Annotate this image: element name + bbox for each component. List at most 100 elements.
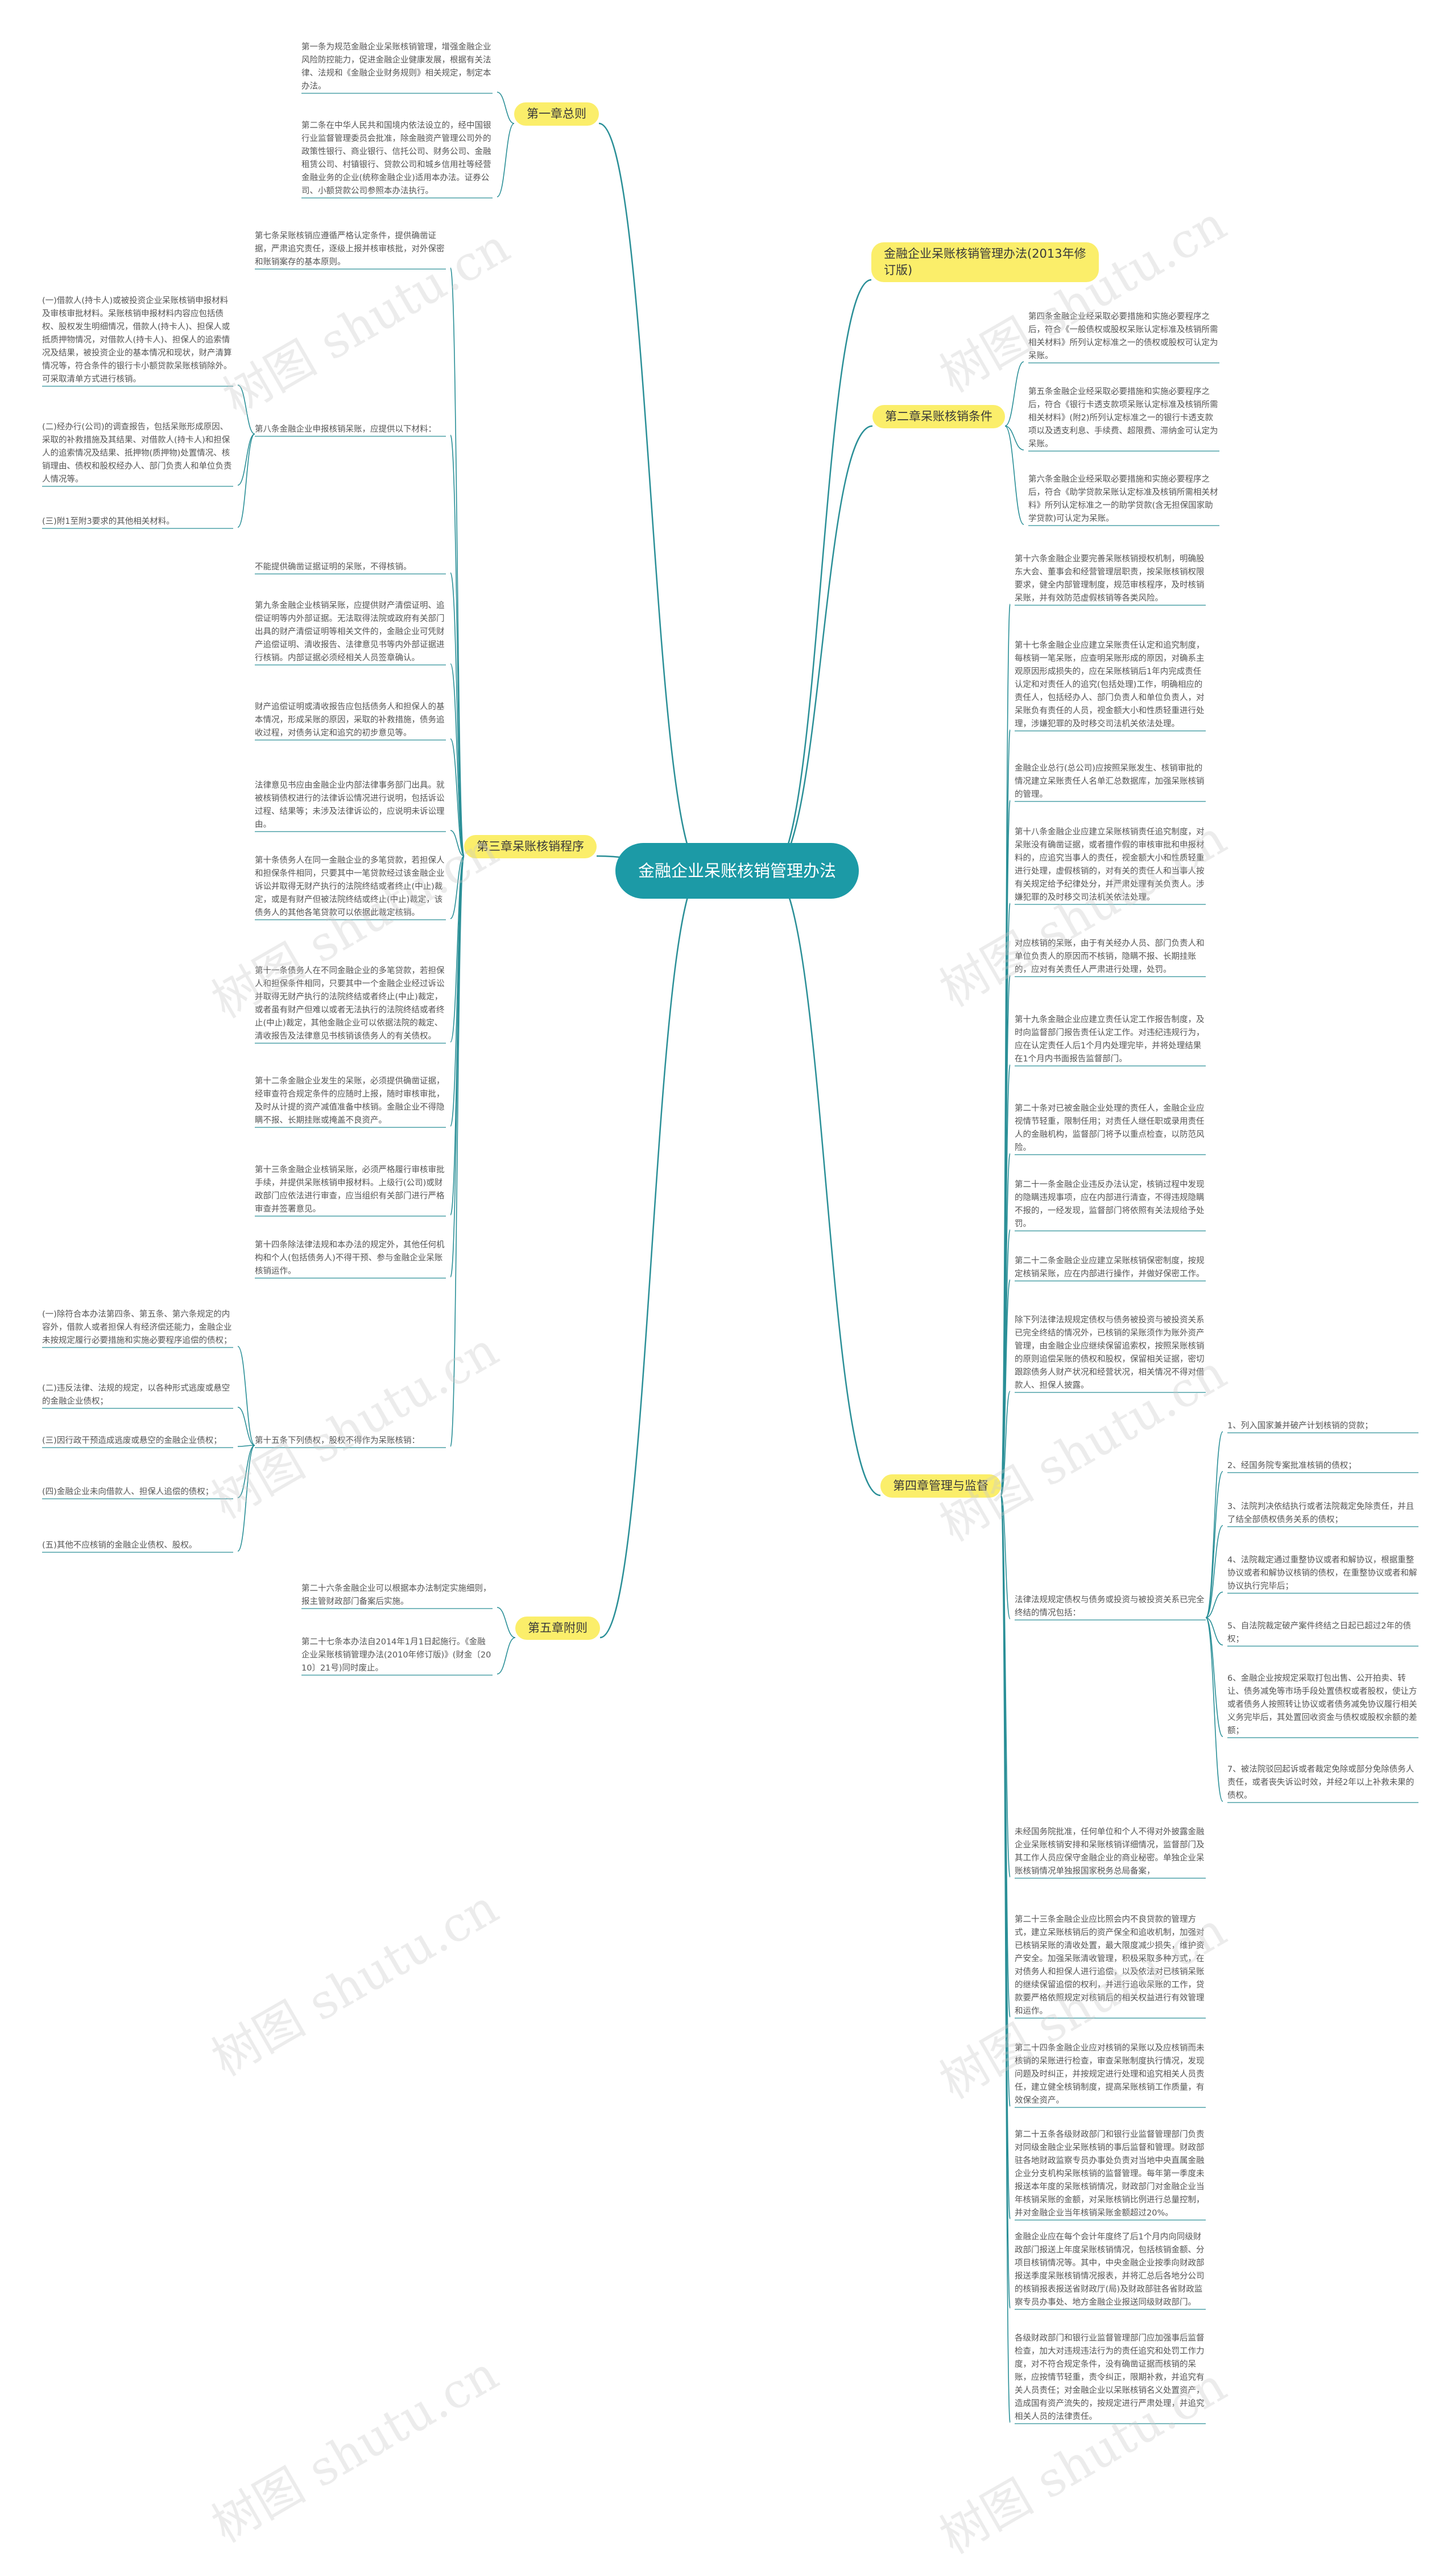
- connector: [1205, 1431, 1223, 1618]
- ch4-sub-2: 2、经国务院专案批准核销的债权；: [1227, 1461, 1356, 1470]
- ch3-art8-item2: (二)经办行(公司)的调查报告，包括呆账形成原因、采取的补救措施及其结果、对借款…: [42, 423, 232, 484]
- root-node[interactable]: 金融企业呆账核销管理办法: [615, 843, 859, 899]
- branch-ch5[interactable]: 第五章附则: [515, 1617, 600, 1640]
- ch4-art22: 第二十二条金融企业应建立呆账核销保密制度，按规定核销呆账，应在内部进行操作，并做…: [1015, 1256, 1205, 1279]
- ch2-art5: 第五条金融企业经采取必要措施和实施必要程序之后，符合《银行卡透支款项呆账认定标准…: [1028, 387, 1218, 449]
- connector: [450, 855, 465, 1447]
- ch3-art7: 第七条呆账核销应遵循严格认定条件，提供确凿证据，严肃追究责任，逐级上报并核审核批…: [255, 232, 445, 267]
- ch3-art15-item3: (三)因行政干预造成逃废或悬空的金融企业债权；: [42, 1436, 222, 1445]
- connector: [450, 435, 465, 857]
- connector: [1205, 1525, 1223, 1618]
- connector: [1004, 361, 1024, 427]
- ch2-art6: 第六条金融企业经采取必要措施和实施必要程序之后，符合《助学贷款呆账认定标准及核销…: [1028, 475, 1218, 523]
- connector: [1004, 425, 1024, 525]
- ch3-art15-item1: (一)除符合本办法第四条、第五条、第六条规定的内容外，借款人或者担保人有经济偿还…: [42, 1310, 232, 1345]
- connector: [450, 830, 465, 857]
- branch-ch3[interactable]: 第三章呆账核销程序: [464, 835, 597, 858]
- connector: [497, 1637, 516, 1675]
- connector: [771, 425, 873, 872]
- connector: [497, 1607, 516, 1638]
- ch4-off-book: 除下列法律法规规定债权与债务被投资与被投资关系已完全终结的情况外，已核销的呆账须…: [1015, 1316, 1205, 1390]
- connector: [1205, 1471, 1223, 1618]
- connector: [450, 572, 465, 857]
- connector: [599, 870, 704, 1639]
- ch3-art9: 第九条金融企业核销呆账，应提供财产清偿证明、追偿证明等内外部证据。无法取得法院或…: [255, 601, 445, 663]
- connector: [237, 433, 255, 486]
- ch4-sub-1: 1、列入国家兼并破产计划核销的贷款；: [1227, 1421, 1373, 1431]
- ch4-annual-report: 金融企业应在每个会计年度终了后1个月内向同级财政部门报送上年度呆账核销情况，包括…: [1015, 2233, 1205, 2307]
- ch4-sub-3: 3、法院判决依结执行或者法院裁定免除责任，并且了结全部债权债务关系的债权；: [1227, 1502, 1414, 1524]
- ch4-sub-intro: 法律法规规定债权与债务或投资与被投资关系已完全终结的情况包括：: [1015, 1595, 1205, 1618]
- branch-doc[interactable]: 金融企业呆账核销管理办法(2013年修订版): [871, 242, 1099, 282]
- connector: [1205, 1617, 1223, 1737]
- ch3-art15-item5: (五)其他不应核销的金融企业债权、股权。: [42, 1541, 197, 1550]
- ch3-art11: 第十一条债务人在不同金融企业的多笔贷款，若担保人和担保条件相同，只要其中一个金融…: [255, 966, 445, 1041]
- ch3-art14: 第十四条除法律法规和本办法的规定外，其他任何机构和个人(包括债务人)不得干预、参…: [255, 1241, 445, 1276]
- connector: [1000, 1279, 1011, 1496]
- connector: [1000, 1391, 1011, 1496]
- ch4-art21: 第二十一条金融企业违反办法认定，核销过程中发现的隐瞒违规事项，应在内部进行清查，…: [1015, 1180, 1205, 1229]
- connector: [497, 92, 515, 124]
- ch4-art20: 第二十条对已被金融企业处理的责任人，金融企业应视情节轻重，限制任用；对责任人继任…: [1015, 1104, 1205, 1152]
- ch2-art4: 第四条金融企业经采取必要措施和实施必要程序之后，符合《一般债权或股权呆账认定标准…: [1028, 312, 1218, 361]
- ch4-supervision: 各级财政部门和银行业监督管理部门应加强事后监督检查，加大对违规违法行为的责任追究…: [1015, 2334, 1205, 2421]
- ch4-sub-7: 7、被法院驳回起诉或者裁定免除或部分免除债务人责任，或者丧失诉讼时效，并经2年以…: [1227, 1765, 1414, 1800]
- connector: [771, 870, 881, 1497]
- ch4-nonwriteoff: 对应核销的呆账，由于有关经办人员、部门负责人和单位负责人的原因而不核销，隐瞒不报…: [1015, 939, 1205, 974]
- connector: [450, 267, 465, 857]
- connector: [450, 855, 465, 919]
- mindmap-canvas: 金融企业呆账核销管理办法 第一章总则 金融企业呆账核销管理办法(2013年修订版…: [42, 43, 1418, 2565]
- ch4-art17: 第十七条金融企业应建立呆账责任认定和追究制度，每核销一笔呆账，应查明呆账形成的原…: [1015, 641, 1205, 729]
- ch3-recovery: 财产追偿证明或清收报告应包括债务人和担保人的基本情况，形成呆账的原因，采取的补救…: [255, 702, 445, 738]
- connector: [450, 663, 465, 857]
- connector-lines: [42, 92, 1418, 2424]
- connector: [1004, 425, 1024, 450]
- branch-ch2[interactable]: 第二章呆账核销条件: [872, 405, 1005, 428]
- connector: [1000, 1495, 1011, 2423]
- connector: [771, 279, 872, 872]
- ch4-art19: 第十九条金融企业应建立责任认定工作报告制度，及时向监督部门报告责任认定工作。对违…: [1015, 1015, 1205, 1064]
- ch5-art27: 第二十七条本办法自2014年1月1日起施行。《金融企业呆账核销管理办法(2010…: [301, 1638, 491, 1673]
- connector: [497, 123, 515, 197]
- connector: [598, 122, 704, 872]
- branch-ch4[interactable]: 第四章管理与监督: [880, 1474, 1001, 1498]
- connector: [1205, 1617, 1223, 1802]
- ch3-art15-item4: (四)金融企业未向借款人、担保人追偿的债权；: [42, 1487, 214, 1497]
- connector: [450, 738, 465, 857]
- connector: [237, 1346, 255, 1446]
- ch1-art2: 第二条在中华人民共和国境内依法设立的，经中国银行业监督管理委员会批准，除金融资产…: [301, 121, 491, 196]
- ch4-database: 金融企业总行(总公司)应按照呆账发生、核销审批的情况建立呆账责任人名单汇总数据库…: [1015, 764, 1205, 799]
- connector: [237, 1407, 255, 1446]
- connector: [1205, 1617, 1223, 1646]
- connector: [450, 855, 465, 1278]
- ch3-art15-item2: (二)违反法律、法规的规定，以各种形式逃废或悬空的金融企业债权；: [42, 1384, 230, 1406]
- ch3-art8-item3: (三)附1至附3要求的其他相关材料。: [42, 517, 175, 526]
- ch3-art15: 第十五条下列债权，股权不得作为呆账核销：: [255, 1436, 420, 1445]
- connector: [237, 1445, 255, 1447]
- ch1-art1: 第一条为规范金融企业呆账核销管理，增强金融企业风险防控能力，促进金融企业健康发展…: [301, 43, 491, 91]
- ch4-confidential: 未经国务院批准，任何单位和个人不得对外披露金融企业呆账核销安排和呆账核销详细情况…: [1015, 1828, 1205, 1876]
- ch4-art23: 第二十三条金融企业应比照会内不良贷款的管理方式，建立呆账核销后的资产保全和追收机…: [1015, 1915, 1205, 2016]
- ch3-art13: 第十三条金融企业核销呆账，必须严格履行审核审批手续，并提供呆账核销申报材料。上级…: [255, 1165, 445, 1214]
- ch4-art16: 第十六条金融企业要完善呆账核销授权机制，明确股东大会、董事会和经营管理层职责，按…: [1015, 555, 1205, 603]
- ch4-art24: 第二十四条金融企业应对核销的呆账以及应核销而未核销的呆账进行检查，审查呆账制度执…: [1015, 2044, 1205, 2105]
- connector: [237, 1445, 255, 1552]
- ch5-art26: 第二十六条金融企业可以根据本办法制定实施细则，报主管财政部门备案后实施。: [301, 1584, 491, 1606]
- connector: [237, 1445, 255, 1498]
- ch4-sub-5: 5、自法院裁定破产案件终结之日起已超过2年的债权；: [1227, 1622, 1411, 1644]
- ch4-art25: 第二十五条各级财政部门和银行业监督管理部门负责对同级金融企业呆账核销的事后监督和…: [1015, 2130, 1205, 2218]
- connector: [237, 385, 255, 435]
- ch3-art12: 第十二条金融企业发生的呆账，必须提供确凿证据，经审查符合规定条件的应随时上报，随…: [255, 1077, 445, 1125]
- ch3-art8: 第八条金融企业申报核销呆账，应提供以下材料：: [255, 425, 436, 434]
- ch3-art10: 第十条债务人在同一金融企业的多笔贷款，若担保人和担保条件相同，只要其中一笔贷款经…: [255, 856, 445, 917]
- branch-ch1[interactable]: 第一章总则: [514, 102, 599, 126]
- connector: [1205, 1592, 1223, 1618]
- connector: [237, 433, 255, 528]
- connector: [1000, 1495, 1011, 1619]
- ch3-art8-item1: (一)借款人(持卡人)或被投资企业呆账核销申报材料及审核审批材料。呆账核销申报材…: [42, 296, 232, 384]
- ch3-legal: 法律意见书应由金融企业内部法律事务部门出具。就被核销债权进行的法律诉讼情况进行说…: [255, 781, 445, 829]
- ch3-no-evidence: 不能提供确凿证据证明的呆账，不得核销。: [255, 563, 412, 572]
- ch4-sub-4: 4、法院裁定通过重整协议或者和解协议，根据重整协议或者和解协议核销的债权，在重整…: [1227, 1556, 1417, 1591]
- ch4-art18: 第十八条金融企业应建立呆账核销责任追究制度，对呆账没有确凿证据，或者擅作假的审核…: [1015, 828, 1205, 902]
- ch4-sub-6: 6、金融企业按规定采取打包出售、公开拍卖、转让、债务减免等市场手段处置债权或者股…: [1227, 1674, 1417, 1735]
